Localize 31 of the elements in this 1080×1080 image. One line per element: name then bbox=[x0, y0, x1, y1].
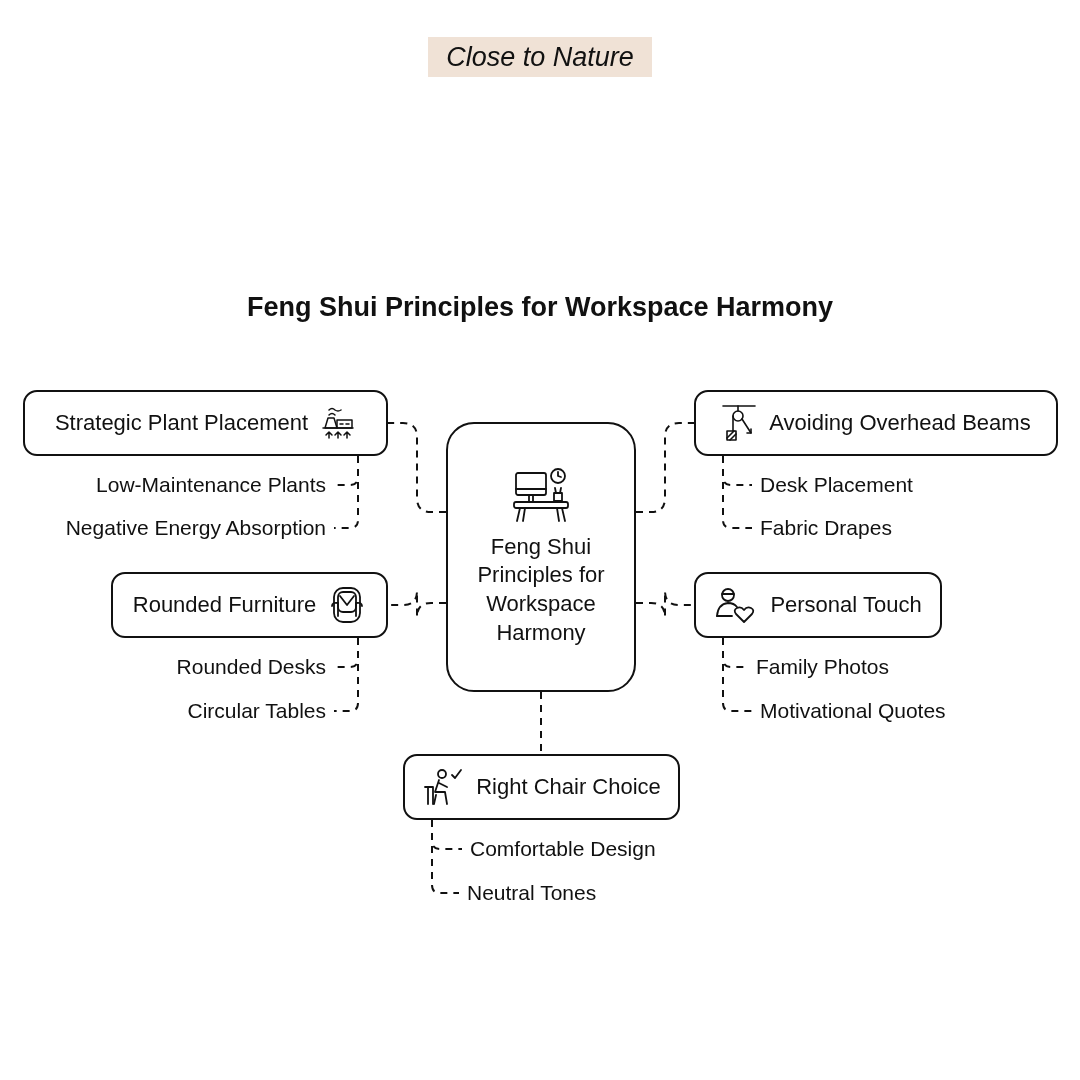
branch-box bbox=[694, 390, 1058, 456]
branch-title: Rounded Furniture bbox=[132, 590, 317, 619]
diagram-title: Feng Shui Principles for Workspace Harmony bbox=[245, 292, 835, 323]
sub-item-text: Motivational Quotes bbox=[760, 697, 946, 725]
dashed-connector bbox=[722, 455, 753, 529]
sub-item-text: Family Photos bbox=[756, 653, 890, 681]
sub-item-text: Circular Tables bbox=[187, 697, 326, 725]
header-tag: Close to Nature bbox=[428, 37, 652, 77]
dashed-connector bbox=[333, 455, 359, 529]
central-topic-box bbox=[446, 422, 636, 692]
sub-item-text: Rounded Desks bbox=[176, 653, 326, 681]
sub-item-text: Low-Maintenance Plants bbox=[96, 471, 326, 499]
branch-title: Strategic Plant Placement bbox=[54, 408, 309, 437]
branch-title: Avoiding Overhead Beams bbox=[769, 408, 1031, 437]
dashed-connector bbox=[387, 422, 447, 513]
branch-box bbox=[694, 572, 942, 638]
branch-box bbox=[111, 572, 388, 638]
sub-item-text: Negative Energy Absorption bbox=[65, 514, 326, 542]
sub-item-text: Desk Placement bbox=[760, 471, 913, 499]
central-topic-text: Feng Shui Principles for Workspace Harmony bbox=[476, 532, 606, 647]
sub-item-text: Fabric Drapes bbox=[760, 514, 892, 542]
dashed-connector bbox=[635, 422, 695, 513]
sub-item-text: Neutral Tones bbox=[467, 879, 597, 907]
dashed-connector bbox=[431, 819, 460, 894]
branch-title: Personal Touch bbox=[770, 590, 922, 619]
dashed-connector bbox=[722, 637, 753, 712]
branch-title: Right Chair Choice bbox=[476, 772, 661, 801]
branch-box bbox=[23, 390, 388, 456]
sub-item-text: Comfortable Design bbox=[470, 835, 656, 863]
branch-box bbox=[403, 754, 680, 820]
dashed-connector bbox=[333, 637, 359, 712]
